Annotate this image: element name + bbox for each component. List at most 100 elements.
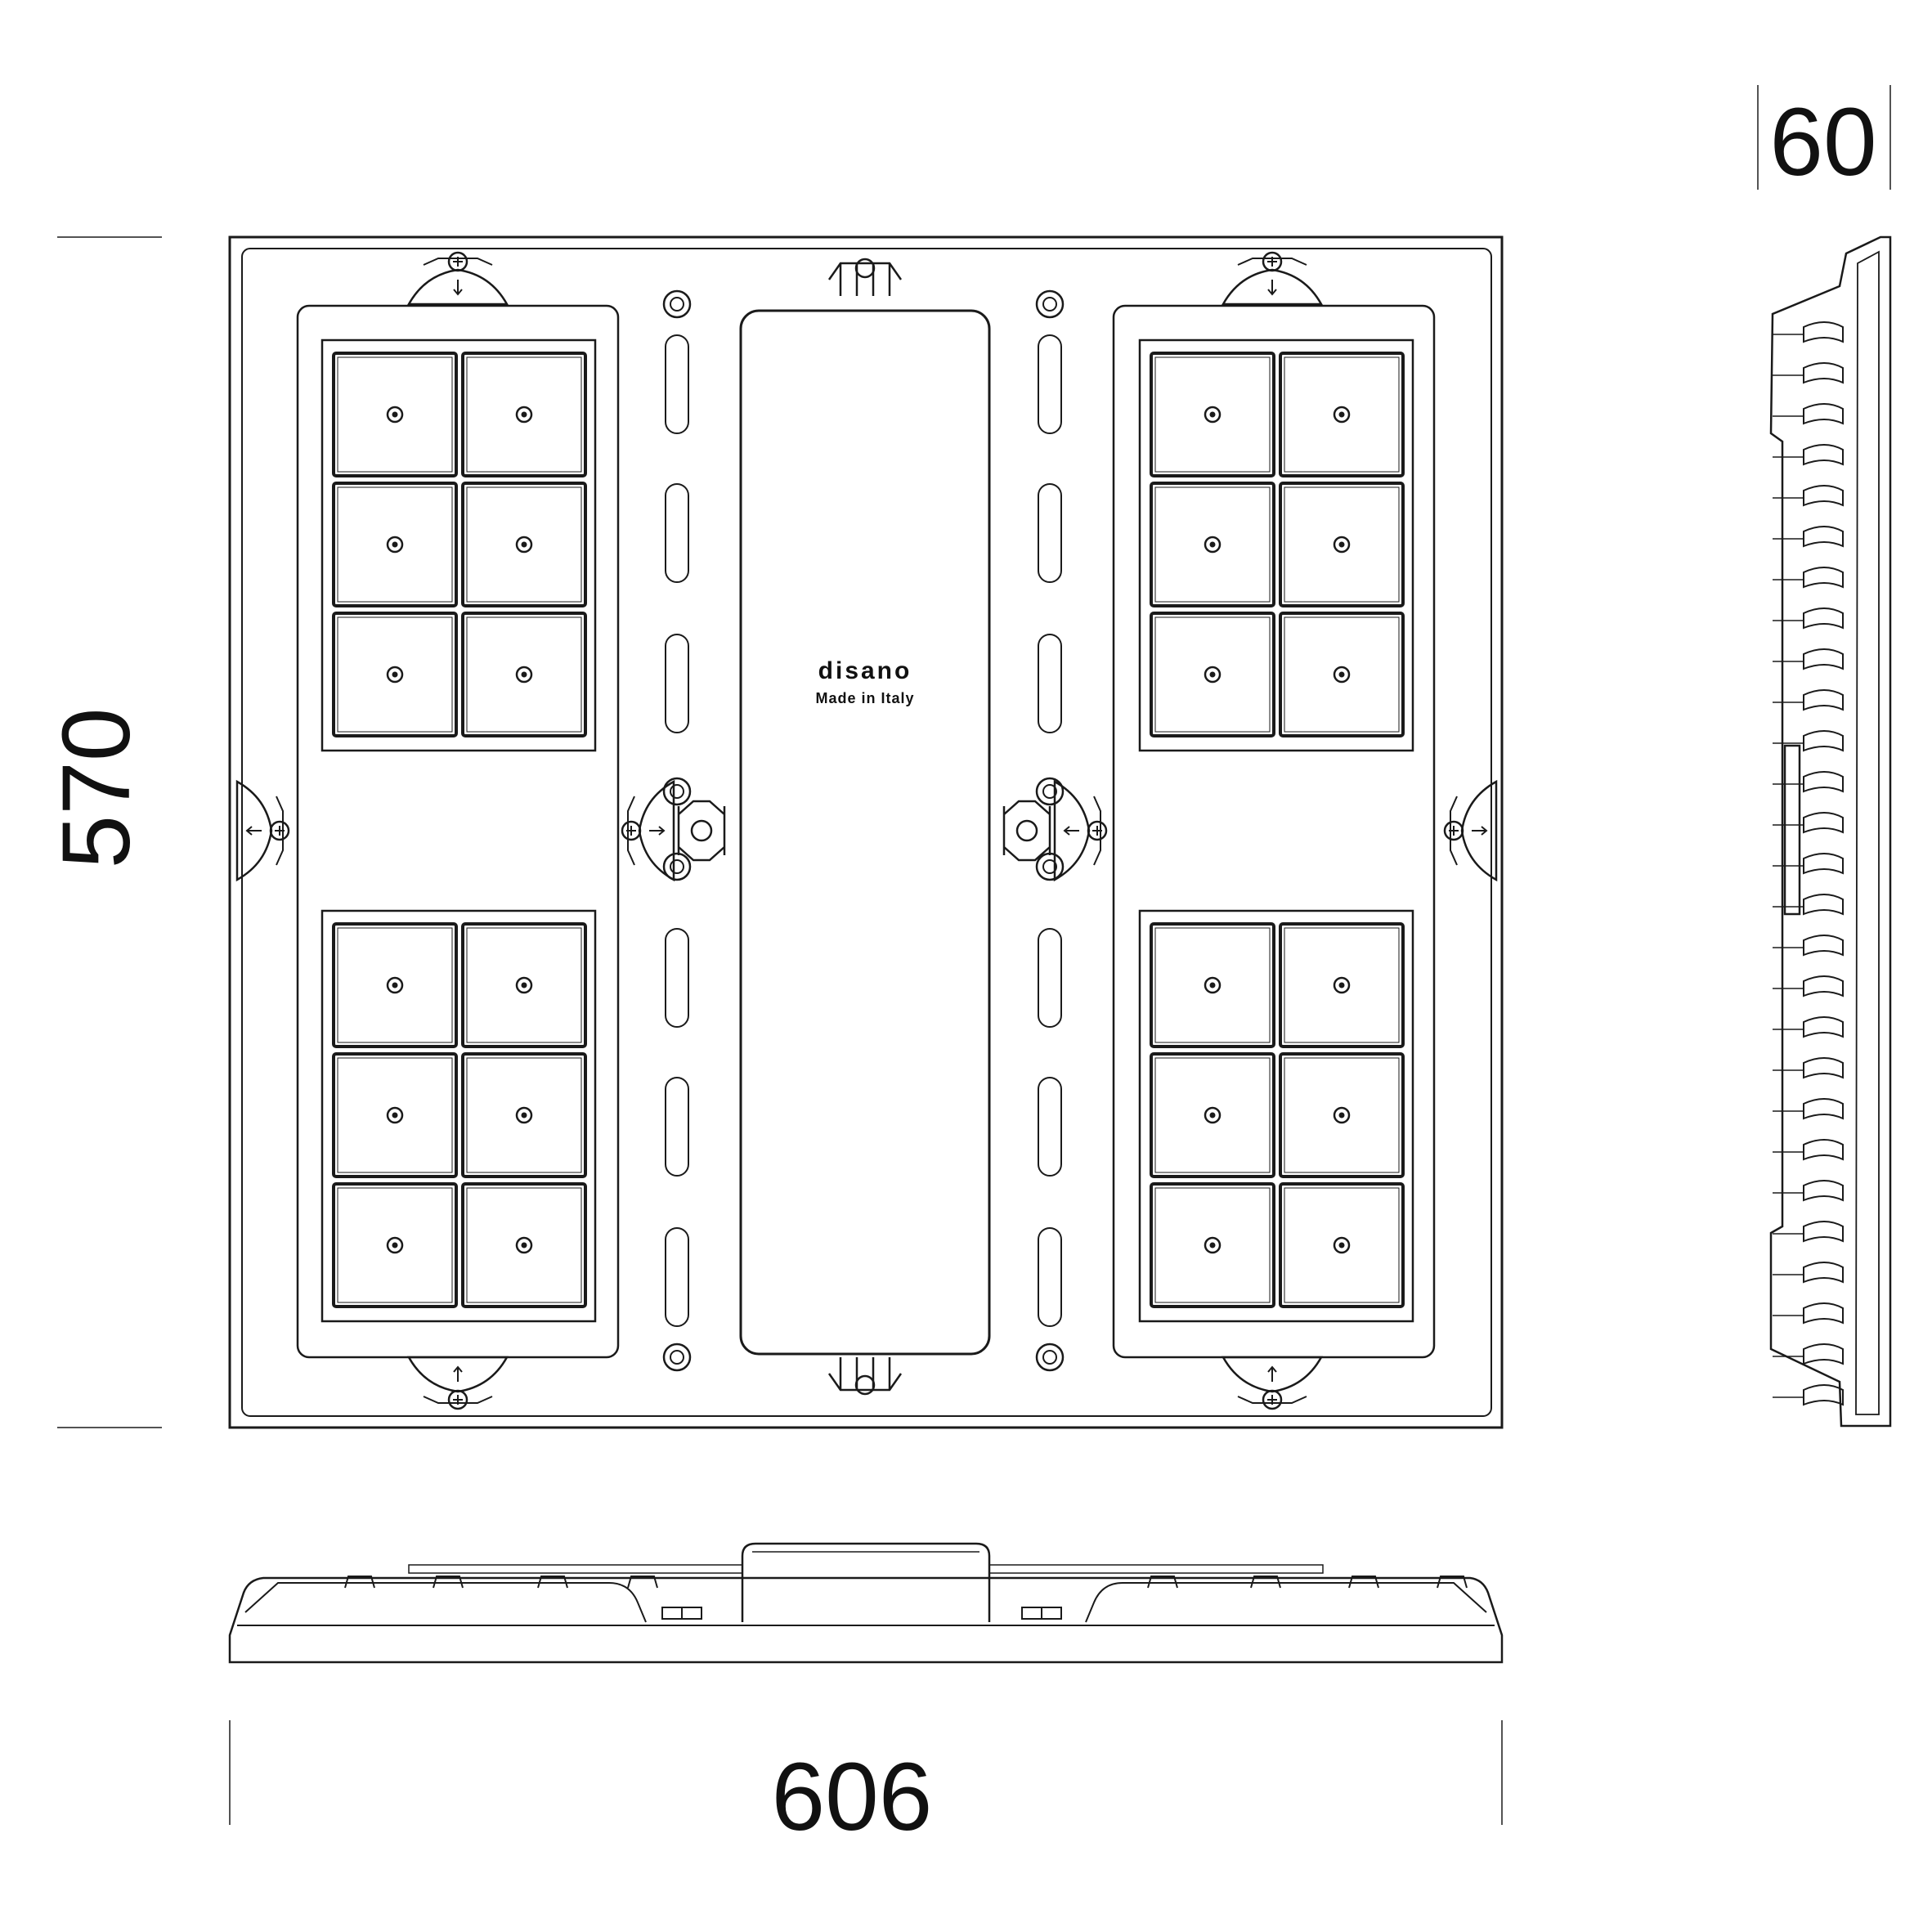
mounting-slot xyxy=(665,1077,689,1177)
led-cell-lens xyxy=(1154,1057,1271,1173)
side-fin xyxy=(1803,1221,1844,1243)
led-module xyxy=(1138,338,1414,752)
clip-screw xyxy=(447,1389,468,1410)
depth-dimension-value: 60 xyxy=(1769,88,1876,196)
led-module xyxy=(321,909,597,1323)
elevation-driver-box xyxy=(741,1542,991,1622)
side-elevation xyxy=(1769,235,1892,1428)
mounting-slot xyxy=(1038,634,1062,733)
led-module-frame xyxy=(321,909,597,1323)
center-latch xyxy=(827,1357,903,1396)
side-fin xyxy=(1803,689,1844,711)
mounting-clip xyxy=(235,779,290,882)
led-cell xyxy=(1279,922,1405,1048)
screw-slot xyxy=(670,859,684,874)
led-chip-core xyxy=(521,1242,527,1248)
screw-slot xyxy=(1042,1350,1057,1365)
latch-body xyxy=(827,1357,903,1392)
screw-head xyxy=(1035,777,1065,806)
led-cell xyxy=(1279,1182,1405,1308)
clip-screw xyxy=(621,820,642,841)
screw-slot xyxy=(1042,784,1057,799)
led-chip xyxy=(386,406,404,424)
led-chip-core xyxy=(1209,541,1216,548)
led-chip xyxy=(1333,536,1351,554)
led-cell xyxy=(332,352,458,477)
led-chip xyxy=(515,666,533,684)
clip-arrow xyxy=(1063,826,1079,836)
led-chip-core xyxy=(1209,671,1216,678)
mounting-slot xyxy=(1038,483,1062,583)
led-cell-lens xyxy=(337,486,453,603)
screw-head xyxy=(1035,289,1065,319)
led-cell-lens xyxy=(1154,486,1271,603)
screw-head xyxy=(1035,852,1065,881)
clip-arrow xyxy=(1267,1365,1277,1382)
mounting-clip xyxy=(1053,779,1108,882)
height-dimension-value: 570 xyxy=(43,708,150,869)
clip-screw xyxy=(269,820,290,841)
led-chip-core xyxy=(1338,1112,1345,1118)
led-chip-core xyxy=(521,982,527,988)
led-chip-core xyxy=(1338,671,1345,678)
side-fins xyxy=(1773,321,1844,1406)
side-fin xyxy=(1803,730,1844,752)
elevation-bump xyxy=(1250,1576,1281,1589)
led-cell xyxy=(1150,1182,1275,1308)
led-chip-core xyxy=(1338,411,1345,418)
led-chip-core xyxy=(1338,982,1345,988)
led-cell xyxy=(461,1052,587,1178)
front-view: disano Made in Italy xyxy=(228,235,1504,1429)
screw-slot xyxy=(1042,297,1057,312)
led-chip xyxy=(1204,406,1222,424)
clip-arrow xyxy=(453,1365,463,1382)
elevation-bump xyxy=(344,1576,375,1589)
elevation-top-strip-left xyxy=(408,1564,743,1574)
led-cell xyxy=(461,922,587,1048)
side-fin xyxy=(1803,935,1844,957)
led-cell xyxy=(1150,612,1275,737)
led-chip xyxy=(386,976,404,994)
led-cell-lens xyxy=(1154,616,1271,733)
led-chip-core xyxy=(1338,541,1345,548)
led-cell-lens xyxy=(337,616,453,733)
mounting-clip xyxy=(406,251,509,306)
led-cell xyxy=(461,352,587,477)
elevation-connector xyxy=(681,1607,702,1620)
led-cell-lens xyxy=(1284,486,1400,603)
side-latch-screw xyxy=(1015,819,1038,842)
side-fin xyxy=(1803,485,1844,507)
led-cell-lens xyxy=(1154,1187,1271,1303)
led-cell-lens xyxy=(337,1187,453,1303)
side-profile-outer xyxy=(1769,235,1892,1428)
side-profile-inner xyxy=(1855,250,1880,1415)
led-module xyxy=(321,338,597,752)
led-cell-lens xyxy=(466,486,582,603)
side-fin xyxy=(1803,1057,1844,1079)
side-fin xyxy=(1803,1180,1844,1202)
elevation-bump xyxy=(1437,1576,1468,1589)
led-chip xyxy=(1204,1236,1222,1254)
center-latch xyxy=(827,258,903,296)
side-fin xyxy=(1803,444,1844,466)
led-chip xyxy=(1333,1236,1351,1254)
side-fin xyxy=(1803,975,1844,997)
mounting-slot xyxy=(1038,334,1062,434)
led-cell-lens xyxy=(466,356,582,473)
width-dimension-value: 606 xyxy=(772,1743,933,1851)
screw-head xyxy=(662,852,692,881)
side-fin xyxy=(1803,771,1844,793)
elevation-housing-left xyxy=(244,1582,647,1623)
side-fin xyxy=(1803,321,1844,343)
screw-slot xyxy=(670,1350,684,1365)
elevation-connector xyxy=(661,1607,683,1620)
led-chip-core xyxy=(1209,1112,1216,1118)
elevation-bump xyxy=(537,1576,568,1589)
led-chip-core xyxy=(1209,1242,1216,1248)
led-module-frame xyxy=(1138,338,1414,752)
mounting-slot xyxy=(1038,928,1062,1028)
led-cell-lens xyxy=(1284,356,1400,473)
led-cell-lens xyxy=(1154,927,1271,1043)
elevation-base xyxy=(228,1576,1504,1664)
